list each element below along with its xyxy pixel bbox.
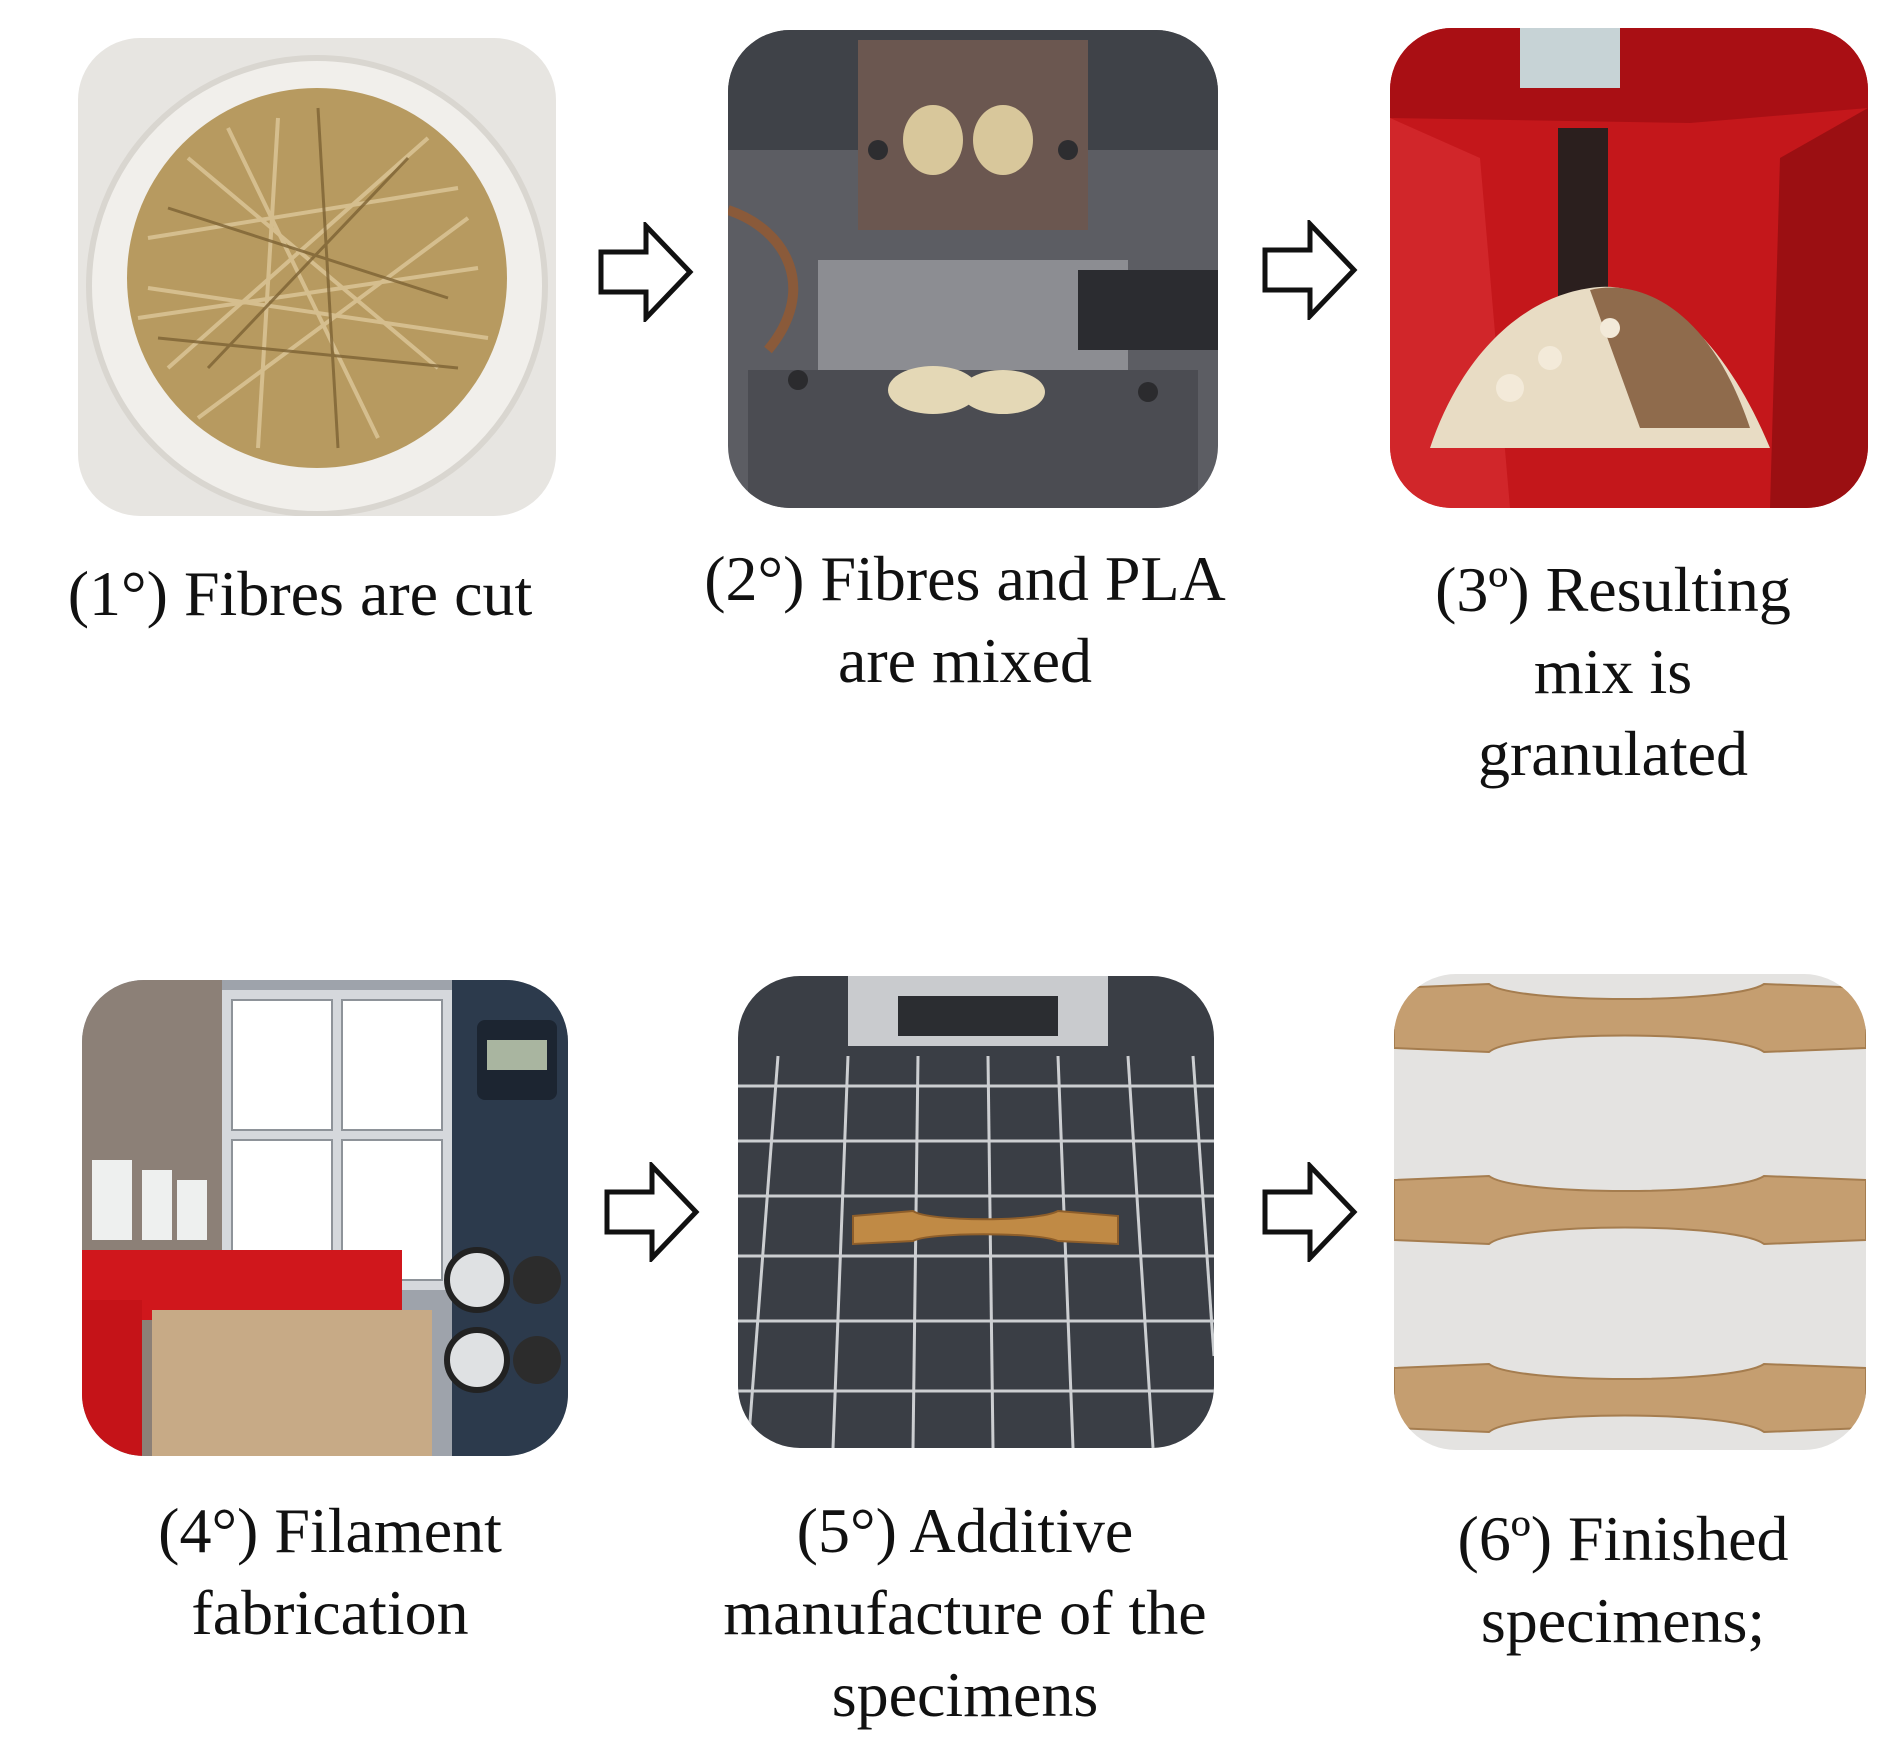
caption-line: specimens <box>640 1654 1290 1736</box>
caption-line: specimens; <box>1360 1580 1886 1662</box>
caption-line: manufacture of the <box>640 1572 1290 1654</box>
arrow-right-icon <box>1262 220 1358 320</box>
step-3-caption: (3º) Resulting mix is granulated <box>1340 549 1886 795</box>
caption-line: fabrication <box>30 1572 630 1654</box>
caption-line: (6º) Finished <box>1360 1498 1886 1580</box>
step-1-caption: (1°) Fibres are cut <box>0 553 600 635</box>
step-6-caption: (6º) Finished specimens; <box>1360 1498 1886 1662</box>
caption-line: (1°) Fibres are cut <box>0 553 600 635</box>
caption-line: (3º) Resulting <box>1340 549 1886 631</box>
caption-line: mix is <box>1340 631 1886 713</box>
step-1-photo <box>78 38 556 516</box>
step-5-photo <box>738 976 1214 1448</box>
step-2-caption: (2°) Fibres and PLA are mixed <box>640 538 1290 702</box>
step-4-caption: (4°) Filament fabrication <box>30 1490 630 1654</box>
caption-line: are mixed <box>640 620 1290 702</box>
step-6-photo <box>1394 974 1866 1450</box>
arrow-right-icon <box>604 1162 700 1262</box>
caption-line: (2°) Fibres and PLA <box>640 538 1290 620</box>
caption-line: (4°) Filament <box>30 1490 630 1572</box>
arrow-right-icon <box>1262 1162 1358 1262</box>
step-3-photo <box>1390 28 1868 508</box>
step-2-photo <box>728 30 1218 508</box>
step-5-caption: (5°) Additive manufacture of the specime… <box>640 1490 1290 1736</box>
caption-line: (5°) Additive <box>640 1490 1290 1572</box>
caption-line: granulated <box>1340 713 1886 795</box>
step-4-photo <box>82 980 568 1456</box>
arrow-right-icon <box>598 222 694 322</box>
